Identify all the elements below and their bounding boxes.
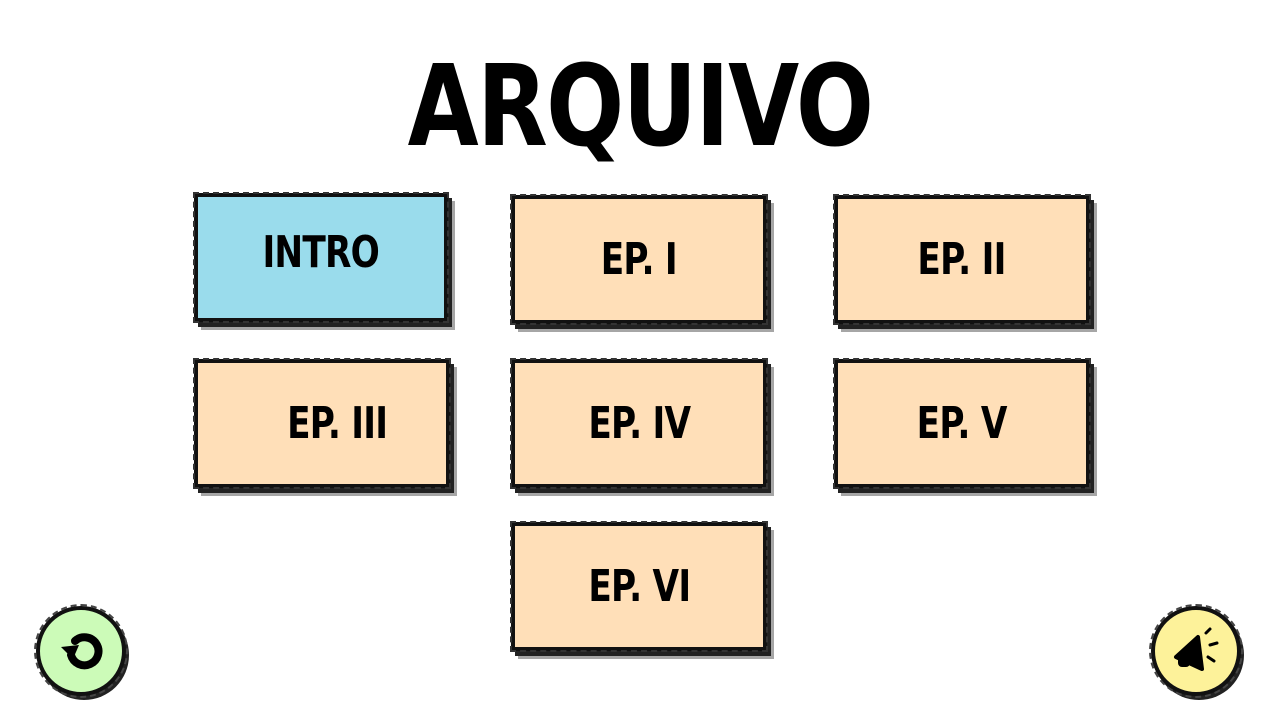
episode-label: EP. I bbox=[600, 234, 678, 285]
page-title: ARQUIVO bbox=[407, 42, 874, 172]
speaker-icon bbox=[1174, 627, 1219, 671]
back-button[interactable] bbox=[34, 604, 128, 698]
sound-button[interactable] bbox=[1149, 604, 1243, 698]
episode-card-ep4[interactable]: EP. IV bbox=[510, 358, 768, 489]
episode-card-ep6[interactable]: EP. VI bbox=[510, 521, 768, 652]
episode-label: EP. IV bbox=[588, 398, 691, 449]
back-arrow-icon bbox=[61, 633, 103, 670]
episode-label: EP. V bbox=[917, 398, 1008, 449]
episode-label: EP. III bbox=[286, 398, 388, 449]
episode-card-ep1[interactable]: EP. I bbox=[510, 194, 768, 325]
episode-label: INTRO bbox=[262, 227, 380, 278]
episode-label: EP. VI bbox=[588, 561, 691, 612]
episode-card-intro[interactable]: INTRO bbox=[193, 192, 449, 323]
episode-card-ep5[interactable]: EP. V bbox=[833, 358, 1091, 489]
episode-card-ep2[interactable]: EP. II bbox=[833, 194, 1091, 325]
episode-card-ep3[interactable]: EP. III bbox=[193, 358, 451, 489]
episode-label: EP. II bbox=[917, 234, 1007, 285]
